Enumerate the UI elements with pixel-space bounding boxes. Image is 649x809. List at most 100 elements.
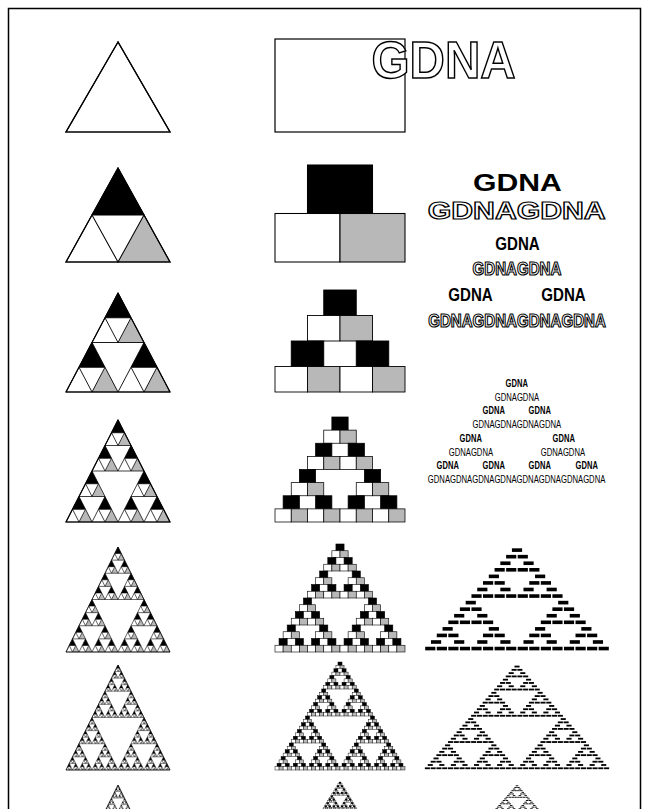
- word-bar: [509, 672, 514, 674]
- square-cell: [287, 753, 291, 756]
- triangle-cell: [95, 714, 98, 717]
- word-bar: [543, 738, 548, 740]
- square-cell: [332, 706, 336, 709]
- square-cell: [364, 645, 372, 652]
- word-bar: [504, 798, 507, 800]
- square-cell: [308, 591, 316, 598]
- square-cell: [337, 785, 339, 787]
- triangle-cell: [144, 767, 147, 770]
- square-cell: [283, 496, 299, 509]
- word-bar: [511, 806, 514, 808]
- triangle-cell: [79, 484, 92, 497]
- triangle-cell: [118, 367, 144, 392]
- triangle-cell: [92, 740, 95, 743]
- word-bar: [576, 647, 586, 651]
- triangle-cell: [131, 645, 138, 652]
- square-cell: [340, 591, 348, 598]
- square-cell: [352, 625, 360, 632]
- triangle-cell: [112, 688, 115, 691]
- triangle-cell: [92, 484, 105, 497]
- word-bar: [488, 715, 493, 717]
- word-bar: [581, 627, 591, 631]
- square-cell: [287, 625, 295, 632]
- triangle-cell: [118, 796, 120, 798]
- triangle-cell: [105, 767, 108, 770]
- word-bar: [529, 708, 534, 710]
- word-bar: [509, 793, 512, 795]
- square-cell: [389, 645, 397, 652]
- square-cell: [332, 564, 340, 571]
- logo-word: GDNAGDNA: [473, 259, 562, 281]
- triangle-cell: [121, 586, 128, 593]
- square-cell: [324, 632, 332, 639]
- word-bar: [460, 735, 465, 737]
- square-cell: [308, 719, 312, 722]
- word-bar: [552, 728, 557, 730]
- word-bar: [483, 702, 488, 704]
- square-cell: [275, 645, 283, 652]
- word-bar: [522, 805, 525, 807]
- word-bar: [517, 786, 520, 788]
- triangle-cell: [123, 800, 125, 802]
- word-bar: [523, 767, 528, 769]
- triangle-cell: [108, 806, 110, 808]
- word-bar: [439, 764, 444, 766]
- triangle-fractal: [66, 420, 170, 522]
- triangle-cell: [102, 747, 105, 750]
- word-bar: [526, 705, 531, 707]
- square-cell: [299, 733, 303, 736]
- triangle-cell: [99, 645, 106, 652]
- word-bar: [500, 702, 505, 704]
- square-cell: [336, 787, 338, 789]
- triangle-cell: [131, 714, 134, 717]
- square-cell: [340, 807, 342, 809]
- triangle-outline: [66, 293, 170, 392]
- triangle-cell: [138, 714, 141, 717]
- word-bar: [494, 715, 499, 717]
- triangle-cell: [112, 593, 119, 600]
- square-cell: [341, 792, 343, 794]
- word-bar: [549, 731, 554, 733]
- triangle-cell: [122, 808, 124, 809]
- triangle-cell: [92, 645, 99, 652]
- square-cell: [352, 807, 354, 809]
- word-bar: [517, 715, 522, 717]
- logo-word-text: GDNA: [473, 169, 562, 196]
- square-cell: [332, 767, 336, 770]
- square-cell: [293, 763, 297, 766]
- square-cell: [308, 456, 324, 469]
- word-bar: [523, 715, 528, 717]
- square-cell: [348, 645, 356, 652]
- triangle-cell: [108, 701, 111, 704]
- square-cell: [358, 763, 362, 766]
- square-cell: [312, 767, 316, 770]
- word-bar: [543, 712, 548, 714]
- word-bar: [510, 805, 513, 807]
- word-bar: [540, 754, 545, 756]
- word-bar: [483, 754, 488, 756]
- word-bar: [506, 803, 509, 805]
- word-bar: [541, 647, 551, 651]
- logo-word-text: GDNA: [483, 405, 505, 416]
- word-bar: [518, 594, 528, 598]
- word-bar: [509, 712, 514, 714]
- triangle-cell: [107, 698, 110, 701]
- square-cell: [291, 740, 295, 743]
- triangle-fractal: [66, 547, 170, 652]
- word-bar: [500, 561, 510, 565]
- word-bar: [520, 712, 525, 714]
- triangle-cell: [144, 606, 151, 613]
- square-cell: [308, 618, 316, 625]
- triangle-cell: [125, 708, 128, 711]
- square-cell: [354, 689, 358, 692]
- triangle-cell: [94, 763, 97, 766]
- word-bar: [460, 741, 465, 743]
- square-cell: [360, 706, 364, 709]
- square-cell: [362, 757, 366, 760]
- triangle-cell: [113, 763, 116, 766]
- square-cell: [325, 806, 327, 808]
- triangle-cell: [126, 806, 128, 808]
- square-cell: [330, 801, 332, 803]
- square-cell: [385, 746, 389, 749]
- word-bar: [538, 692, 543, 694]
